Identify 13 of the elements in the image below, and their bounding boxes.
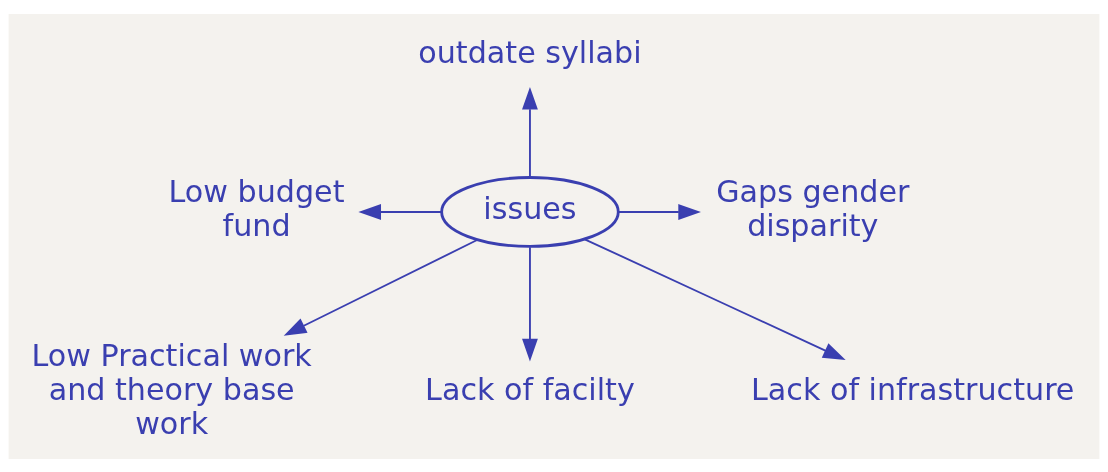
arrow [522, 86, 538, 178]
node-text: Low budget fund [168, 173, 345, 243]
node-text: Low Practical work and theory base work [31, 337, 312, 441]
arrow [583, 237, 846, 360]
node-text: Gaps gender disparity [716, 173, 910, 243]
arrow [617, 203, 701, 220]
node-text: Lack of facilty [425, 371, 635, 407]
node-text: outdate syllabi [418, 34, 642, 70]
arrow [358, 203, 443, 220]
node-text: Lack of infrastructure [751, 371, 1075, 407]
arrow [283, 238, 479, 336]
node-ellipse: issues [440, 175, 620, 248]
arrow [522, 245, 538, 361]
